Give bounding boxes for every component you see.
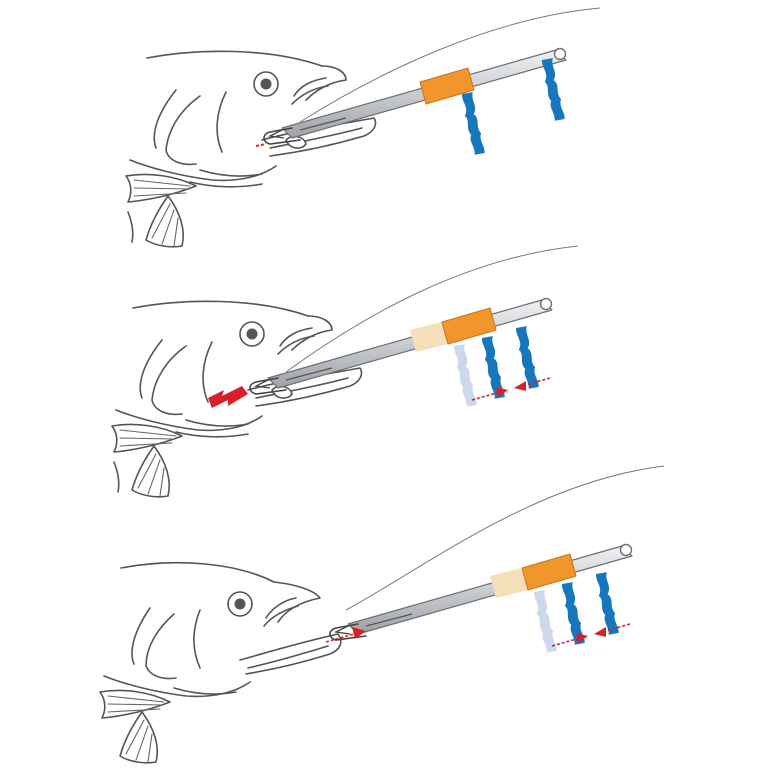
- hook-remover-rod: [329, 543, 633, 641]
- step-2: [111, 245, 579, 498]
- sleeve-ghost: [410, 322, 448, 352]
- handle-rear: [595, 571, 619, 636]
- sleeve-ghost: [490, 568, 528, 598]
- fishing-line: [299, 7, 601, 123]
- sleeve: [441, 307, 497, 345]
- fishing-line: [345, 465, 665, 611]
- red-dash: [255, 143, 267, 147]
- fish-head: [125, 50, 377, 248]
- handle-rear: [541, 57, 565, 122]
- step-3: [99, 465, 665, 764]
- handle-ghost: [453, 343, 477, 408]
- squeeze-arrows: [471, 377, 551, 401]
- sleeve: [521, 553, 577, 591]
- handle-front: [461, 91, 485, 156]
- sleeve: [419, 67, 475, 105]
- fishing-line: [285, 245, 579, 373]
- squeeze-arrows: [551, 623, 631, 647]
- step-1: [125, 7, 601, 248]
- push-back-arrow: [208, 386, 248, 408]
- handle-ghost: [533, 589, 557, 654]
- handle-rear: [515, 325, 539, 390]
- pull-out-arrow: [325, 627, 366, 643]
